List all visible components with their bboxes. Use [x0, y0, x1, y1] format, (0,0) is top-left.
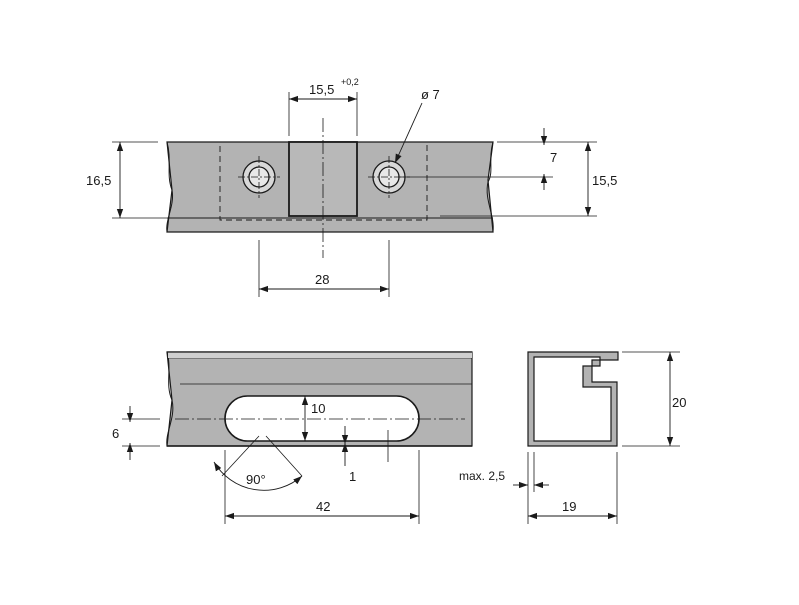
height-left-label: 16,5	[86, 173, 111, 188]
section-view: 20 max. 2,5 19	[459, 351, 686, 524]
hole-spacing-label: 28	[315, 272, 329, 287]
hole-right	[368, 156, 410, 198]
slot	[224, 395, 420, 442]
cutout-tolerance-label: +0,2	[341, 77, 359, 87]
hole-offset-label: 7	[550, 150, 557, 165]
section-height-label: 20	[672, 395, 686, 410]
hole-diameter-label: ø 7	[421, 87, 440, 102]
height-right-label: 15,5	[592, 173, 617, 188]
bottom-view: 10 6 1 90° 42	[112, 351, 473, 524]
profile-section	[527, 351, 619, 447]
top-view: 15,5 +0,2 ø 7 7 15,5 16,5 28	[86, 77, 617, 297]
centerline-offset-label: 6	[112, 426, 119, 441]
slot-length-label: 42	[316, 499, 330, 514]
slot-height-label: 10	[311, 401, 325, 416]
cutout-width-label: 15,5	[309, 82, 334, 97]
section-width-label: 19	[562, 499, 576, 514]
angle-label: 90°	[246, 472, 266, 487]
hole-left	[238, 156, 280, 198]
wall-thickness-label: max. 2,5	[459, 469, 505, 483]
step-label: 1	[349, 469, 356, 484]
